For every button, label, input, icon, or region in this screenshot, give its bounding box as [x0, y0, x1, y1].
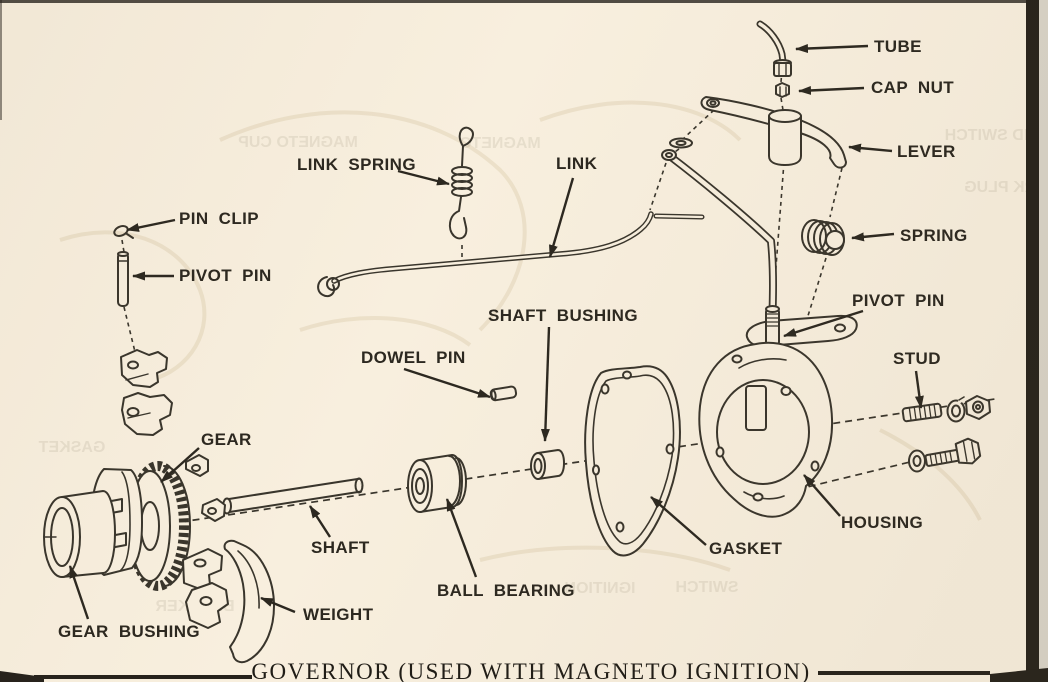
dowel-pin-part — [489, 385, 518, 402]
lock-washer — [946, 395, 968, 423]
label-tube: TUBE — [874, 37, 922, 56]
cap-nut — [775, 82, 790, 98]
label-pivot-pin-right: PIVOT PIN — [852, 291, 945, 310]
shaft-part — [222, 477, 364, 515]
bolt — [924, 437, 982, 467]
washer — [669, 137, 693, 149]
pivot-pin-right-part — [765, 305, 780, 347]
leader-gear-bushing — [68, 565, 90, 620]
pivot-pin-left — [117, 251, 129, 307]
gasket — [584, 365, 681, 557]
label-lever: LEVER — [897, 142, 956, 161]
leader-link — [548, 177, 575, 258]
scan-edge-bottom-left — [0, 671, 44, 682]
label-dowel-pin: DOWEL PIN — [361, 348, 466, 367]
ghost-text: IGNITION — [564, 580, 635, 597]
leader-lever — [848, 143, 893, 153]
label-spring: SPRING — [900, 226, 968, 245]
label-link: LINK — [556, 154, 598, 173]
caption-block: GOVERNOR (USED WITH MAGNETO IGNITION) — [34, 659, 990, 682]
leader-weight — [260, 596, 296, 614]
weight-part — [182, 539, 275, 664]
label-pivot-pin-left: PIVOT PIN — [179, 266, 272, 285]
label-gear: GEAR — [201, 430, 252, 449]
gear-bushing-part — [43, 490, 116, 578]
label-gasket: GASKET — [709, 539, 782, 558]
spring-coil — [801, 219, 846, 256]
tube — [756, 20, 792, 77]
label-cap-nut: CAP NUT — [871, 78, 954, 97]
lever — [700, 96, 847, 169]
pivot-flange — [745, 305, 858, 348]
label-ball-bearing: BALL BEARING — [437, 581, 575, 600]
label-pin-clip: PIN CLIP — [179, 209, 259, 228]
label-gear-bushing: GEAR BUSHING — [58, 622, 200, 641]
label-weight: WEIGHT — [303, 605, 374, 624]
leader-arrows — [68, 44, 924, 620]
caption-rule-left — [34, 675, 252, 679]
leader-gear — [160, 447, 200, 483]
label-shaft: SHAFT — [311, 538, 370, 557]
label-link-spring: LINK SPRING — [297, 155, 416, 174]
label-stud: STUD — [893, 349, 941, 368]
ghost-text: GROUND SWITCH — [945, 127, 1048, 144]
leader-tube — [795, 44, 869, 53]
ghost-text: MAGNETO CUP — [238, 134, 358, 151]
part-labels: TUBE CAP NUT LEVER SPRING LINK SPRING LI… — [58, 37, 968, 641]
ball-bearing-part — [407, 454, 467, 513]
scan-edge-right-dark — [1026, 0, 1039, 682]
leader-gasket — [650, 496, 707, 546]
bolt-washer — [908, 449, 926, 473]
gear-lugs — [185, 454, 226, 522]
leader-dowel-pin — [403, 367, 491, 399]
caption-rule-right — [818, 671, 990, 675]
leader-housing — [803, 474, 841, 517]
label-shaft-bushing: SHAFT BUSHING — [488, 306, 638, 325]
housing — [698, 341, 834, 518]
leader-link-spring — [397, 169, 450, 186]
leader-cap-nut — [798, 85, 865, 95]
leader-stud — [914, 370, 924, 409]
stud-part — [901, 402, 943, 423]
lever-boss — [768, 109, 802, 166]
leader-pin-clip — [126, 218, 176, 232]
link-spring — [448, 126, 474, 240]
link — [317, 211, 705, 298]
scan-edge-left — [0, 0, 2, 120]
ghost-text: SWITCH — [675, 579, 738, 596]
label-housing: HOUSING — [841, 513, 923, 532]
ghost-text: GASKET — [38, 439, 105, 456]
leader-shaft-bushing — [540, 326, 551, 442]
stud-nut — [965, 395, 991, 420]
caption-title: GOVERNOR (USED WITH MAGNETO IGNITION) — [251, 659, 810, 682]
shaft-bushing-part — [530, 449, 565, 480]
leader-shaft — [308, 505, 332, 538]
governor-arm — [661, 149, 777, 334]
pivot-bracket-left — [120, 349, 173, 436]
scan-edge-top — [0, 0, 1048, 3]
scan-edge-right-light — [1039, 0, 1048, 682]
ghost-text: MAGNETO — [459, 135, 540, 152]
leader-spring — [851, 232, 895, 242]
leader-ball-bearing — [445, 498, 478, 578]
scan-edge-bottom-right — [990, 668, 1048, 682]
leader-pivot-pin-right — [783, 309, 864, 338]
